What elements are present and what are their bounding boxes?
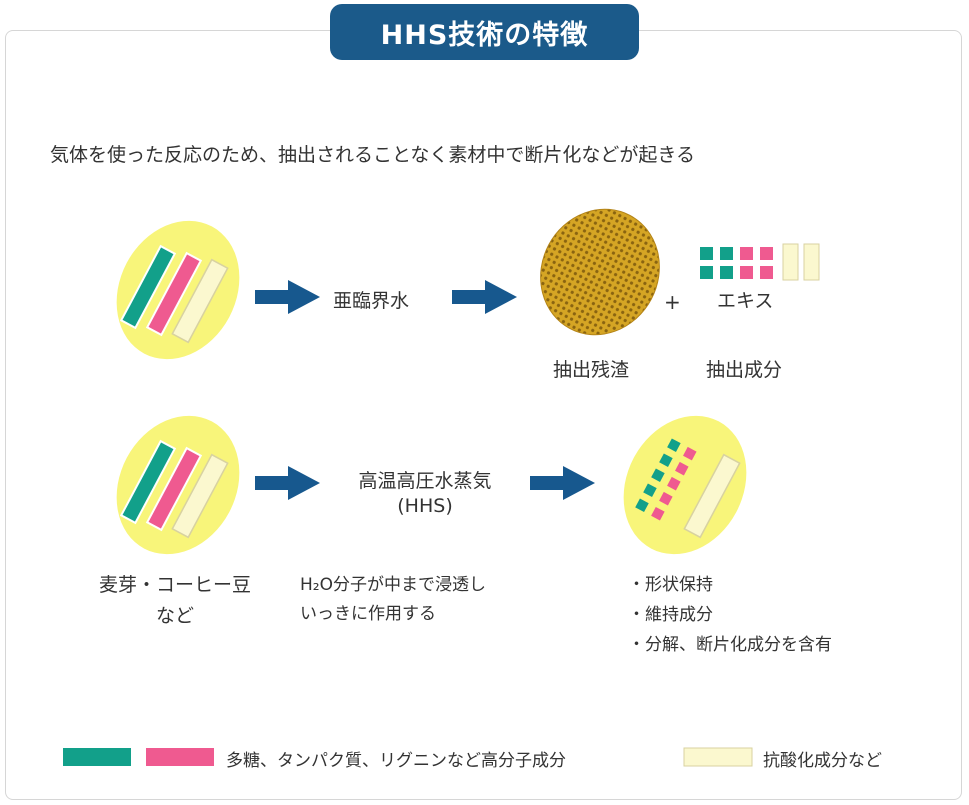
extract-label: エキス bbox=[717, 290, 774, 312]
result-item: ・分解、断片化成分を含有 bbox=[628, 635, 832, 655]
residue-caption: 抽出残渣 bbox=[553, 359, 630, 381]
arrow-2a bbox=[255, 466, 320, 500]
legend-swatch-teal bbox=[63, 748, 131, 766]
arrow-1b bbox=[452, 280, 517, 314]
result-list: ・形状保持 ・維持成分 ・分解、断片化成分を含有 bbox=[628, 570, 832, 655]
component-caption: 抽出成分 bbox=[706, 359, 783, 381]
process-2-label: 高温高圧水蒸気 (HHS) bbox=[330, 466, 520, 517]
arrow-1a bbox=[255, 280, 320, 314]
process-2-line1: 高温高圧水蒸気 bbox=[358, 470, 492, 492]
diagram-frame bbox=[5, 30, 962, 800]
raw-material-1 bbox=[116, 220, 240, 360]
process-2-line2: (HHS) bbox=[397, 495, 453, 517]
legend-polymer-label: 多糖、タンパク質、リグニンなど高分子成分 bbox=[226, 751, 566, 771]
legend-swatch-pink bbox=[146, 748, 214, 766]
residue-icon bbox=[540, 208, 660, 336]
material-line2: など bbox=[155, 605, 194, 627]
material-line1: 麦芽・コーヒー豆 bbox=[98, 574, 251, 596]
note-line2: いっきに作用する bbox=[300, 604, 436, 624]
process-1-label: 亜臨界水 bbox=[333, 290, 410, 312]
result-material bbox=[623, 415, 747, 555]
note-line1: H₂O分子が中まで浸透し bbox=[300, 575, 486, 595]
arrow-2b bbox=[530, 466, 595, 500]
extract-squares bbox=[700, 243, 820, 281]
plus-sign: + bbox=[664, 290, 681, 314]
material-label: 麦芽・コーヒー豆 など bbox=[70, 570, 280, 628]
raw-material-2 bbox=[116, 415, 240, 555]
legend-antioxidant-label: 抗酸化成分など bbox=[763, 751, 882, 771]
title-badge: HHS技術の特徴 bbox=[330, 4, 639, 60]
result-item: ・形状保持 bbox=[628, 575, 713, 595]
lead-text: 気体を使った反応のため、抽出されることなく素材中で断片化などが起きる bbox=[50, 144, 696, 166]
penetration-note: H₂O分子が中まで浸透し いっきに作用する bbox=[300, 570, 486, 624]
legend-swatch-cream bbox=[683, 747, 753, 767]
result-item: ・維持成分 bbox=[628, 605, 713, 625]
